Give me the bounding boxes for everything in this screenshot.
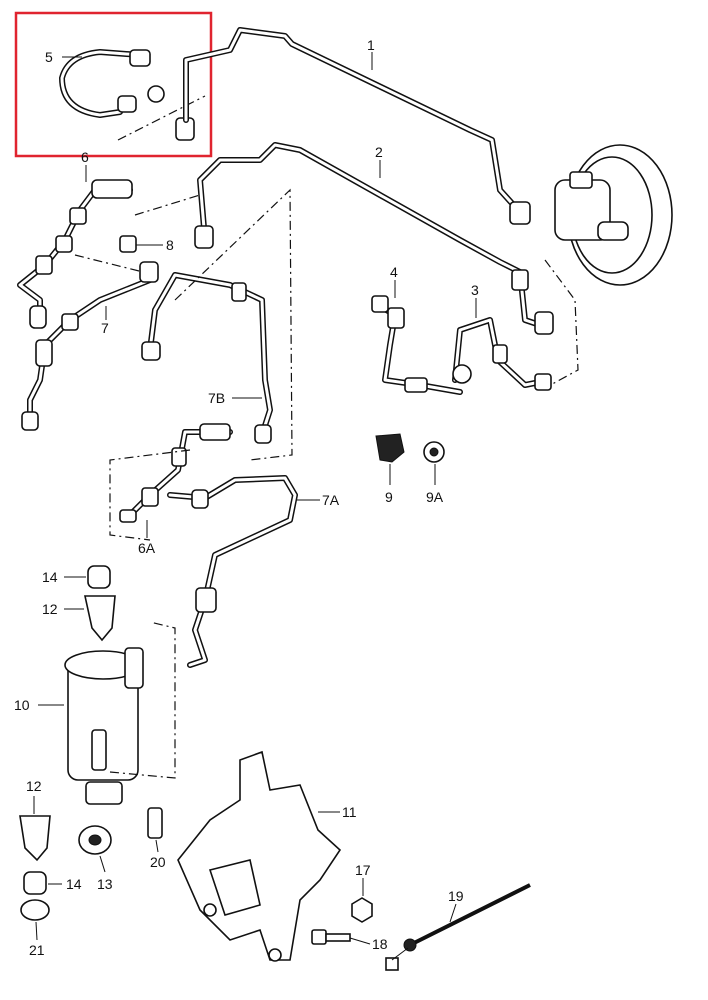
label-part-12-lower: 12: [26, 778, 42, 794]
label-part-14-lower: 14: [66, 876, 82, 892]
label-part-7a: 7A: [322, 492, 340, 508]
leader-lines: [33, 52, 477, 945]
label-part-4: 4: [390, 264, 398, 280]
part-13-grommet[interactable]: [78, 825, 112, 855]
label-part-5: 5: [45, 49, 53, 65]
label-part-8: 8: [166, 237, 174, 253]
highlight-box: [14, 11, 213, 158]
part-6-connector-hoses[interactable]: [17, 179, 201, 329]
label-part-17: 17: [355, 862, 371, 878]
label-part-9: 9: [385, 489, 393, 505]
part-7a-vacuum-hose[interactable]: [167, 475, 298, 668]
part-9a-grommet[interactable]: [423, 441, 445, 463]
part-7-vacuum-hose[interactable]: [21, 261, 159, 431]
part-21-clamp[interactable]: [20, 899, 50, 921]
label-part-19: 19: [448, 888, 464, 904]
label-part-3: 3: [471, 282, 479, 298]
part-17-nut[interactable]: [351, 897, 373, 923]
part-20-sensor[interactable]: [147, 807, 163, 839]
label-part-6a: 6A: [138, 540, 156, 556]
part-11-bracket[interactable]: [177, 750, 342, 962]
part-3-brake-line[interactable]: [452, 317, 552, 391]
part-5-hose[interactable]: [59, 49, 206, 141]
part-19-cable-tie[interactable]: [385, 883, 531, 971]
label-part-9a: 9A: [426, 489, 444, 505]
label-part-13: 13: [97, 876, 113, 892]
label-part-2: 2: [375, 144, 383, 160]
part-14-nut[interactable]: [23, 565, 111, 895]
label-part-6: 6: [81, 149, 89, 165]
part-2-brake-line[interactable]: [194, 142, 554, 335]
part-6a-connector[interactable]: [109, 423, 233, 541]
label-part-12-upper: 12: [42, 601, 58, 617]
label-part-10: 10: [14, 697, 30, 713]
label-part-7b: 7B: [208, 390, 225, 406]
label-part-20: 20: [150, 854, 166, 870]
part-9-pad[interactable]: [375, 433, 405, 463]
part-12-bracket[interactable]: [19, 595, 116, 862]
label-part-21: 21: [29, 942, 45, 958]
part-10-vacuum-pump[interactable]: [64, 621, 176, 805]
part-7b-vacuum-hose[interactable]: [141, 188, 293, 461]
label-part-14-upper: 14: [42, 569, 58, 585]
part-18-bolt[interactable]: [311, 929, 351, 945]
brake-booster: [544, 144, 673, 389]
label-part-7: 7: [101, 320, 109, 336]
label-part-11: 11: [342, 804, 357, 820]
label-part-18: 18: [372, 936, 388, 952]
part-1-brake-line[interactable]: [183, 27, 531, 225]
label-part-1: 1: [367, 37, 375, 53]
part-4-brake-hose[interactable]: [371, 295, 463, 395]
part-8-cap[interactable]: [119, 235, 137, 253]
